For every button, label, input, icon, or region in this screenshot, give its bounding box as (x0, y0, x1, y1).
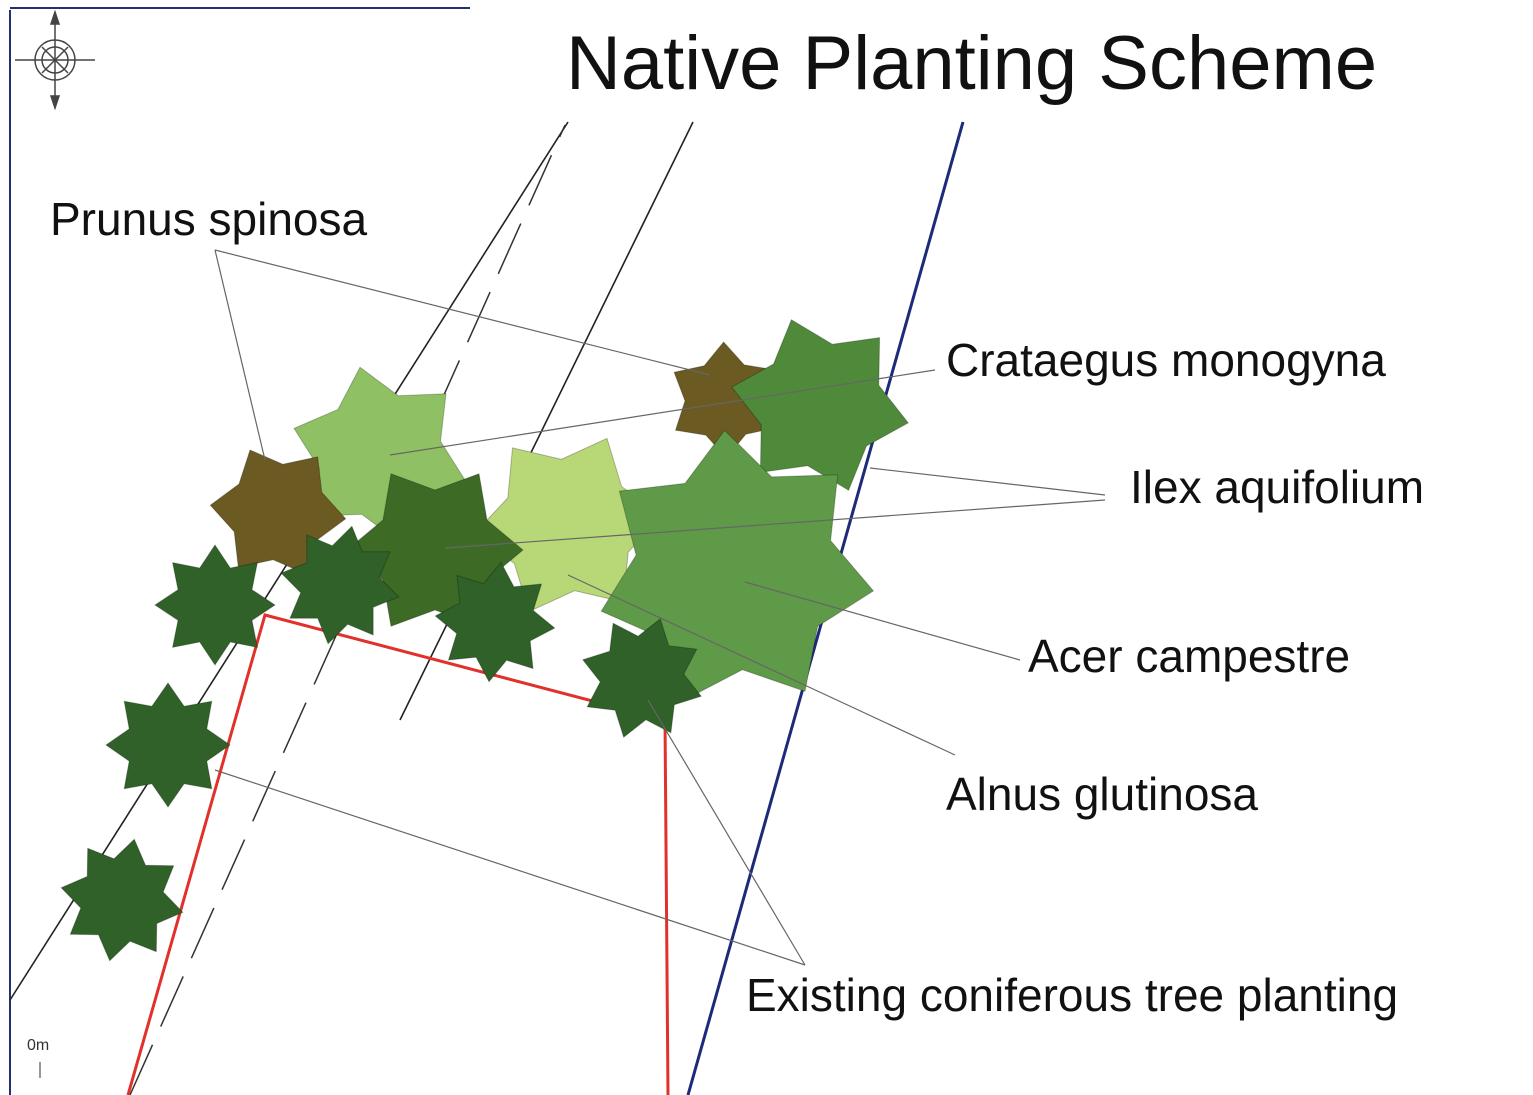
leader-ilex-2 (444, 499, 1106, 549)
leader-conifer-1 (214, 769, 806, 966)
compass-rose-icon (15, 9, 95, 111)
label-crataegus-monogyna: Crataegus monogyna (946, 334, 1386, 386)
tree-canopies (60, 318, 909, 962)
leader-prunus-2 (214, 249, 711, 376)
acer-canopy (600, 429, 875, 702)
label-existing-coniferous: Existing coniferous tree planting (746, 969, 1399, 1021)
leader-alnus (567, 574, 956, 756)
label-ilex-aquifolium: Ilex aquifolium (1130, 461, 1425, 513)
conifer-canopy (60, 838, 184, 962)
scale-label: 0m (27, 1037, 50, 1054)
conifer-canopy (280, 525, 400, 645)
label-acer-campestre: Acer campestre (1028, 630, 1351, 682)
leader-crataegus (389, 369, 936, 456)
leader-acer (744, 581, 1021, 661)
label-alnus-glutinosa: Alnus glutinosa (946, 768, 1258, 820)
conifer-canopy (105, 682, 231, 808)
conifer-canopy (154, 544, 276, 666)
leader-lines (214, 249, 1106, 966)
conifer-canopy (581, 617, 703, 739)
leader-conifer-2 (647, 699, 806, 966)
label-prunus-spinosa: Prunus spinosa (50, 193, 368, 245)
leader-ilex-1 (869, 467, 1106, 496)
leader-prunus-1 (214, 249, 266, 461)
conifer-canopy (434, 561, 556, 683)
site-boundary (126, 613, 670, 1095)
page-title: Native Planting Scheme (566, 21, 1378, 106)
crataegus-canopy (731, 318, 909, 492)
